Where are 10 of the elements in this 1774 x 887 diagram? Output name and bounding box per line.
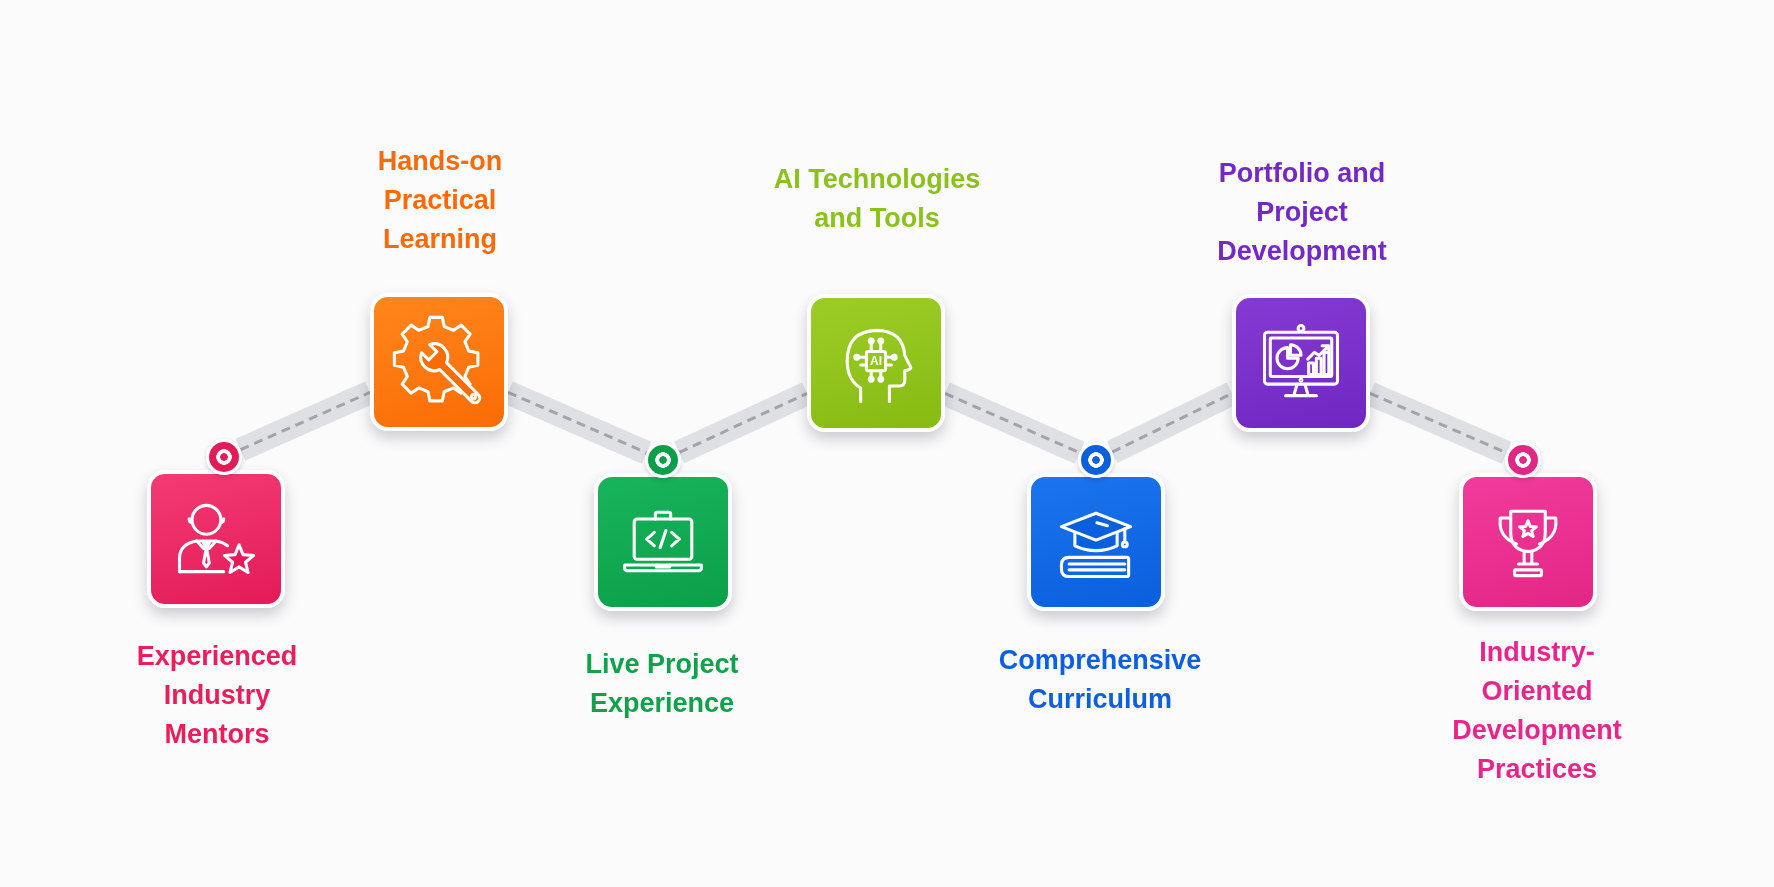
pin-circle bbox=[206, 439, 242, 475]
step-label: Hands-on Practical Learning bbox=[376, 145, 504, 256]
step-label: Portfolio and Project Development bbox=[1216, 157, 1388, 268]
step-label: Industry-Oriented Development Practices bbox=[1451, 636, 1623, 786]
step-label: Comprehensive Curriculum bbox=[997, 644, 1203, 716]
step-label: AI Technologies and Tools bbox=[772, 163, 982, 235]
pin-circle bbox=[1505, 442, 1541, 478]
step-label: Experienced Industry Mentors bbox=[135, 640, 299, 751]
step-label: Live Project Experience bbox=[584, 648, 740, 720]
chip-text: AI bbox=[869, 353, 883, 370]
